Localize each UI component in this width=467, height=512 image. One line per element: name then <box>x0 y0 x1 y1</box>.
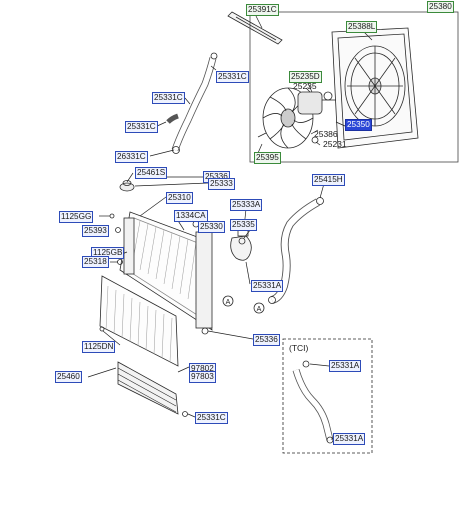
upper-hose <box>166 52 218 154</box>
reservoir <box>230 227 252 261</box>
bolt-1125dn <box>99 326 105 332</box>
label-25331a-tci-2[interactable]: 25331A <box>333 433 366 445</box>
label-25330[interactable]: 25330 <box>198 221 225 233</box>
label-25393[interactable]: 25393 <box>82 225 109 237</box>
label-1334ca[interactable]: 1334CA <box>174 210 208 222</box>
tci-hose <box>292 360 334 444</box>
label-25460[interactable]: 25460 <box>55 371 82 383</box>
fan-shroud <box>331 27 419 149</box>
label-25331a-mid[interactable]: 25331A <box>251 280 284 292</box>
label-25395[interactable]: 25395 <box>254 152 281 164</box>
label-26331c[interactable]: 26331C <box>115 151 148 163</box>
label-25318[interactable]: 25318 <box>82 256 109 268</box>
bolt-25393 <box>115 227 121 233</box>
label-25331c-bot[interactable]: 25331C <box>195 412 228 424</box>
label-97803[interactable]: 97803 <box>189 371 216 383</box>
label-25231[interactable]: 25231 <box>323 139 347 149</box>
label-25350[interactable]: 25350 <box>345 119 372 131</box>
plug-25335 <box>238 237 246 245</box>
label-25415h[interactable]: 25415H <box>312 174 345 186</box>
label-25333a[interactable]: 25333A <box>230 199 263 211</box>
ref-a-text-1: A <box>226 299 231 306</box>
ref-a-circle-2 <box>253 302 265 314</box>
label-25380[interactable]: 25380 <box>427 1 454 13</box>
label-25235d[interactable]: 25235D <box>289 71 322 83</box>
label-25331c-a[interactable]: 25331C <box>152 92 185 104</box>
label-25391c[interactable]: 25391C <box>246 4 279 16</box>
label-1125dn[interactable]: 1125DN <box>82 341 116 353</box>
grommet-25336 <box>201 327 209 335</box>
label-25388l[interactable]: 25388L <box>346 21 378 33</box>
lower-hose <box>268 197 324 304</box>
screw-25231 <box>311 136 319 144</box>
label-25335[interactable]: 25335 <box>230 219 257 231</box>
fan-assembly-box <box>249 11 459 163</box>
air-guard-strip <box>227 11 283 45</box>
tci-note: (TCI) <box>289 343 309 353</box>
label-25333[interactable]: 25333 <box>208 178 235 190</box>
oil-cooler <box>117 361 179 415</box>
label-25310[interactable]: 25310 <box>166 192 193 204</box>
radiator-cap <box>119 180 135 192</box>
label-25461s[interactable]: 25461S <box>135 167 168 179</box>
label-25331c-top[interactable]: 25331C <box>216 71 249 83</box>
ref-a-text-2: A <box>257 306 262 313</box>
label-25331a-tci-1[interactable]: 25331A <box>329 360 362 372</box>
ref-a-circle-1 <box>222 295 234 307</box>
bolt-1125gg <box>109 213 115 219</box>
fan-motor <box>297 91 336 115</box>
label-25331c-b[interactable]: 25331C <box>125 121 158 133</box>
tci-box <box>282 338 373 454</box>
condenser <box>99 275 179 367</box>
label-1125gg[interactable]: 1125GG <box>59 211 94 223</box>
label-25386[interactable]: 25386 <box>314 129 338 139</box>
label-25336-b[interactable]: 25336 <box>253 334 280 346</box>
label-25235[interactable]: 25235 <box>293 81 317 91</box>
clamp-25331c-bot <box>182 411 188 417</box>
